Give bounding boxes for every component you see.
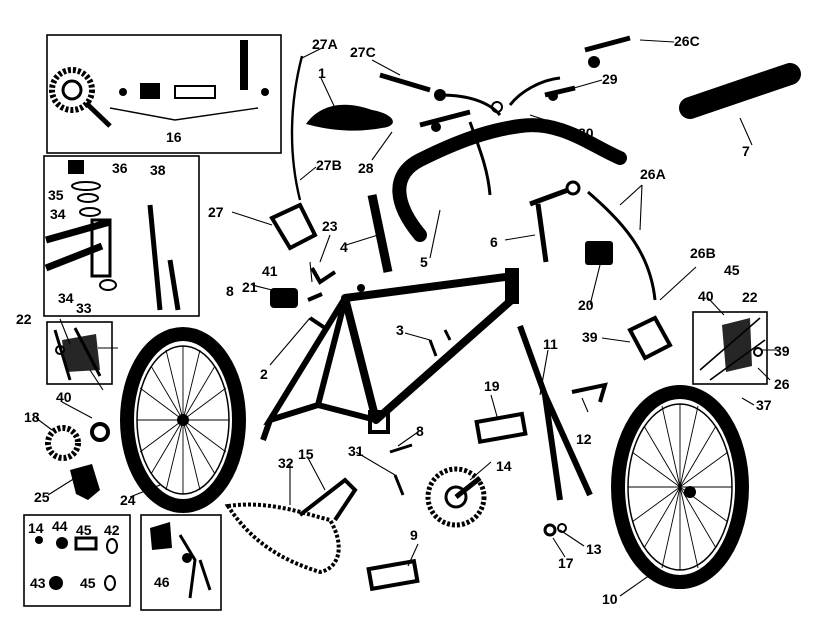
inset-fork-dropout-right-box xyxy=(692,311,768,385)
brake-levers xyxy=(379,35,631,132)
part-label: 26C xyxy=(674,33,700,49)
front-wheel xyxy=(543,385,749,589)
part-label: 4 xyxy=(340,239,348,255)
part-label: 16 xyxy=(166,129,182,145)
part-label: 22 xyxy=(742,289,758,305)
part-label: 14 xyxy=(496,458,512,474)
frame xyxy=(260,268,519,441)
freewheel xyxy=(45,422,110,500)
part-label: 21 xyxy=(242,279,258,295)
part-label: 38 xyxy=(150,162,166,178)
part-label: 5 xyxy=(420,254,428,270)
part-label: 27A xyxy=(312,36,338,52)
part-label: 17 xyxy=(558,555,574,571)
part-label: 25 xyxy=(34,489,50,505)
inset-rear-derailleur-box xyxy=(140,514,222,611)
drop-handlebar xyxy=(392,76,627,242)
part-label: 26A xyxy=(640,166,666,182)
crankset xyxy=(425,466,487,528)
leader-lines xyxy=(35,39,780,597)
part-label: 45 xyxy=(80,575,96,591)
part-label: 14 xyxy=(28,520,44,536)
part-label: 8 xyxy=(416,423,424,439)
small-parts xyxy=(270,101,613,496)
part-label: 44 xyxy=(52,518,68,534)
part-label: 26 xyxy=(774,376,790,392)
inset-crankset-box xyxy=(46,34,282,154)
part-label: 8 xyxy=(226,283,234,299)
part-label: 15 xyxy=(298,446,314,462)
part-label: 34 xyxy=(50,206,66,222)
part-label: 41 xyxy=(262,263,278,279)
part-label: 23 xyxy=(322,218,338,234)
part-label: 1 xyxy=(318,65,326,81)
part-labels: 27A 1 27C 26C 29 7 30 28 27B 27 23 4 5 6… xyxy=(16,33,790,607)
part-label: 22 xyxy=(16,311,32,327)
part-label: 46 xyxy=(154,574,170,590)
part-label: 9 xyxy=(410,527,418,543)
part-label: 3 xyxy=(396,322,404,338)
part-label: 42 xyxy=(104,522,120,538)
seatpost xyxy=(367,194,393,273)
part-label: 34 xyxy=(58,290,74,306)
part-label: 40 xyxy=(698,288,714,304)
part-label: 45 xyxy=(76,522,92,538)
chain xyxy=(224,477,358,575)
part-label: 39 xyxy=(774,343,790,359)
pedals xyxy=(366,411,528,592)
part-label: 11 xyxy=(543,336,558,352)
handlebar-grip xyxy=(679,63,801,119)
part-label: 24 xyxy=(120,492,136,508)
part-label: 26B xyxy=(690,245,716,261)
part-label: 35 xyxy=(48,187,64,203)
part-label: 29 xyxy=(602,71,618,87)
part-label: 31 xyxy=(348,443,364,459)
part-label: 37 xyxy=(756,397,772,413)
part-label: 12 xyxy=(576,431,592,447)
part-label: 13 xyxy=(586,541,602,557)
inset-rear-hub-parts-box xyxy=(23,514,131,607)
part-label: 39 xyxy=(582,329,598,345)
part-label: 27C xyxy=(350,44,376,60)
part-label: 2 xyxy=(260,366,268,382)
part-label: 7 xyxy=(742,143,750,159)
rear-wheel xyxy=(120,327,246,513)
part-label: 30 xyxy=(578,125,594,141)
part-label: 18 xyxy=(24,409,40,425)
inset-fork-dropout-left-box xyxy=(46,321,113,385)
part-label: 43 xyxy=(30,575,46,591)
part-label: 20 xyxy=(578,297,594,313)
part-label: 45 xyxy=(724,262,740,278)
front-fork xyxy=(517,324,593,501)
brake-calipers xyxy=(269,202,673,361)
saddle xyxy=(306,104,393,131)
part-label: 32 xyxy=(278,455,294,471)
inset-headset-box xyxy=(43,155,200,317)
stem xyxy=(529,180,581,263)
part-label: 28 xyxy=(358,160,374,176)
part-label: 27 xyxy=(208,204,224,220)
part-label: 6 xyxy=(490,234,498,250)
part-label: 33 xyxy=(76,300,92,316)
part-label: 36 xyxy=(112,160,128,176)
part-label: 40 xyxy=(56,389,72,405)
part-label: 27B xyxy=(316,157,342,173)
part-label: 10 xyxy=(602,591,618,607)
part-label: 19 xyxy=(484,378,500,394)
